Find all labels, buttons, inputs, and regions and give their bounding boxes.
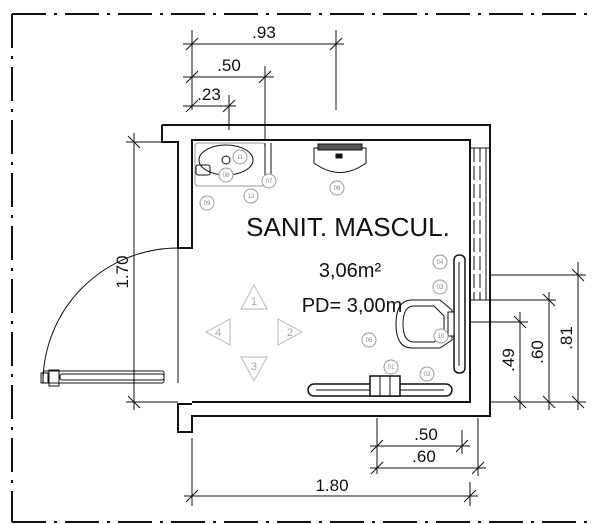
- wall-dispenser: [313, 143, 367, 173]
- sink-fixture: [194, 142, 272, 187]
- grab-bar-bottom: [307, 375, 453, 397]
- dimension-bottom-60: .60: [412, 447, 436, 466]
- section-marker-2: 2: [287, 327, 293, 339]
- room-name: SANIT. MASCUL.: [246, 212, 450, 242]
- fixture-tag-03: 03: [437, 285, 444, 291]
- fixture-tag-01: 01: [388, 365, 395, 371]
- dimension-lines: [126, 30, 586, 506]
- door-swing: [40, 247, 179, 387]
- fixture-tag-06: 06: [334, 186, 341, 192]
- dimension-top-93: .93: [252, 23, 276, 42]
- dimension-right-49: .49: [499, 348, 518, 372]
- grab-bar-right: [453, 254, 466, 374]
- dimension-right-81: .81: [557, 326, 576, 350]
- fixture-tag-05: 05: [366, 338, 373, 344]
- section-markers: [204, 283, 304, 383]
- fixture-tag-12: 12: [248, 194, 255, 200]
- window: [470, 147, 490, 301]
- fixture-tag-08: 08: [223, 173, 230, 179]
- dimension-top-23: .23: [197, 85, 221, 104]
- dimension-bottom-180: 1.80: [315, 476, 348, 495]
- fixture-tags: [199, 149, 449, 382]
- section-marker-4: 4: [215, 327, 221, 339]
- fixture-tag-09: 09: [204, 201, 211, 207]
- fixture-tag-04: 04: [437, 260, 444, 266]
- section-marker-labels: 1 2 3 4: [215, 296, 293, 373]
- dash-dot-border: [11, 13, 588, 523]
- fixture-tag-07: 07: [266, 179, 273, 185]
- fixture-tag-labels: 01 02 03 04 05 06 07 08 09 10 11 12: [204, 155, 445, 378]
- dimension-right-60: .60: [528, 340, 547, 364]
- section-marker-1: 1: [251, 296, 257, 308]
- fixture-tag-10: 10: [438, 334, 445, 340]
- fixture-tag-11: 11: [237, 155, 244, 161]
- fixture-tag-02: 02: [424, 372, 431, 378]
- dimension-top-50: .50: [217, 56, 241, 75]
- section-marker-3: 3: [251, 361, 257, 373]
- dimension-bottom-50: .50: [414, 425, 438, 444]
- room-area: 3,06m²: [319, 260, 382, 282]
- room-ceiling-height: PD= 3,00m: [302, 295, 403, 317]
- dimension-left-170: 1.70: [113, 255, 132, 288]
